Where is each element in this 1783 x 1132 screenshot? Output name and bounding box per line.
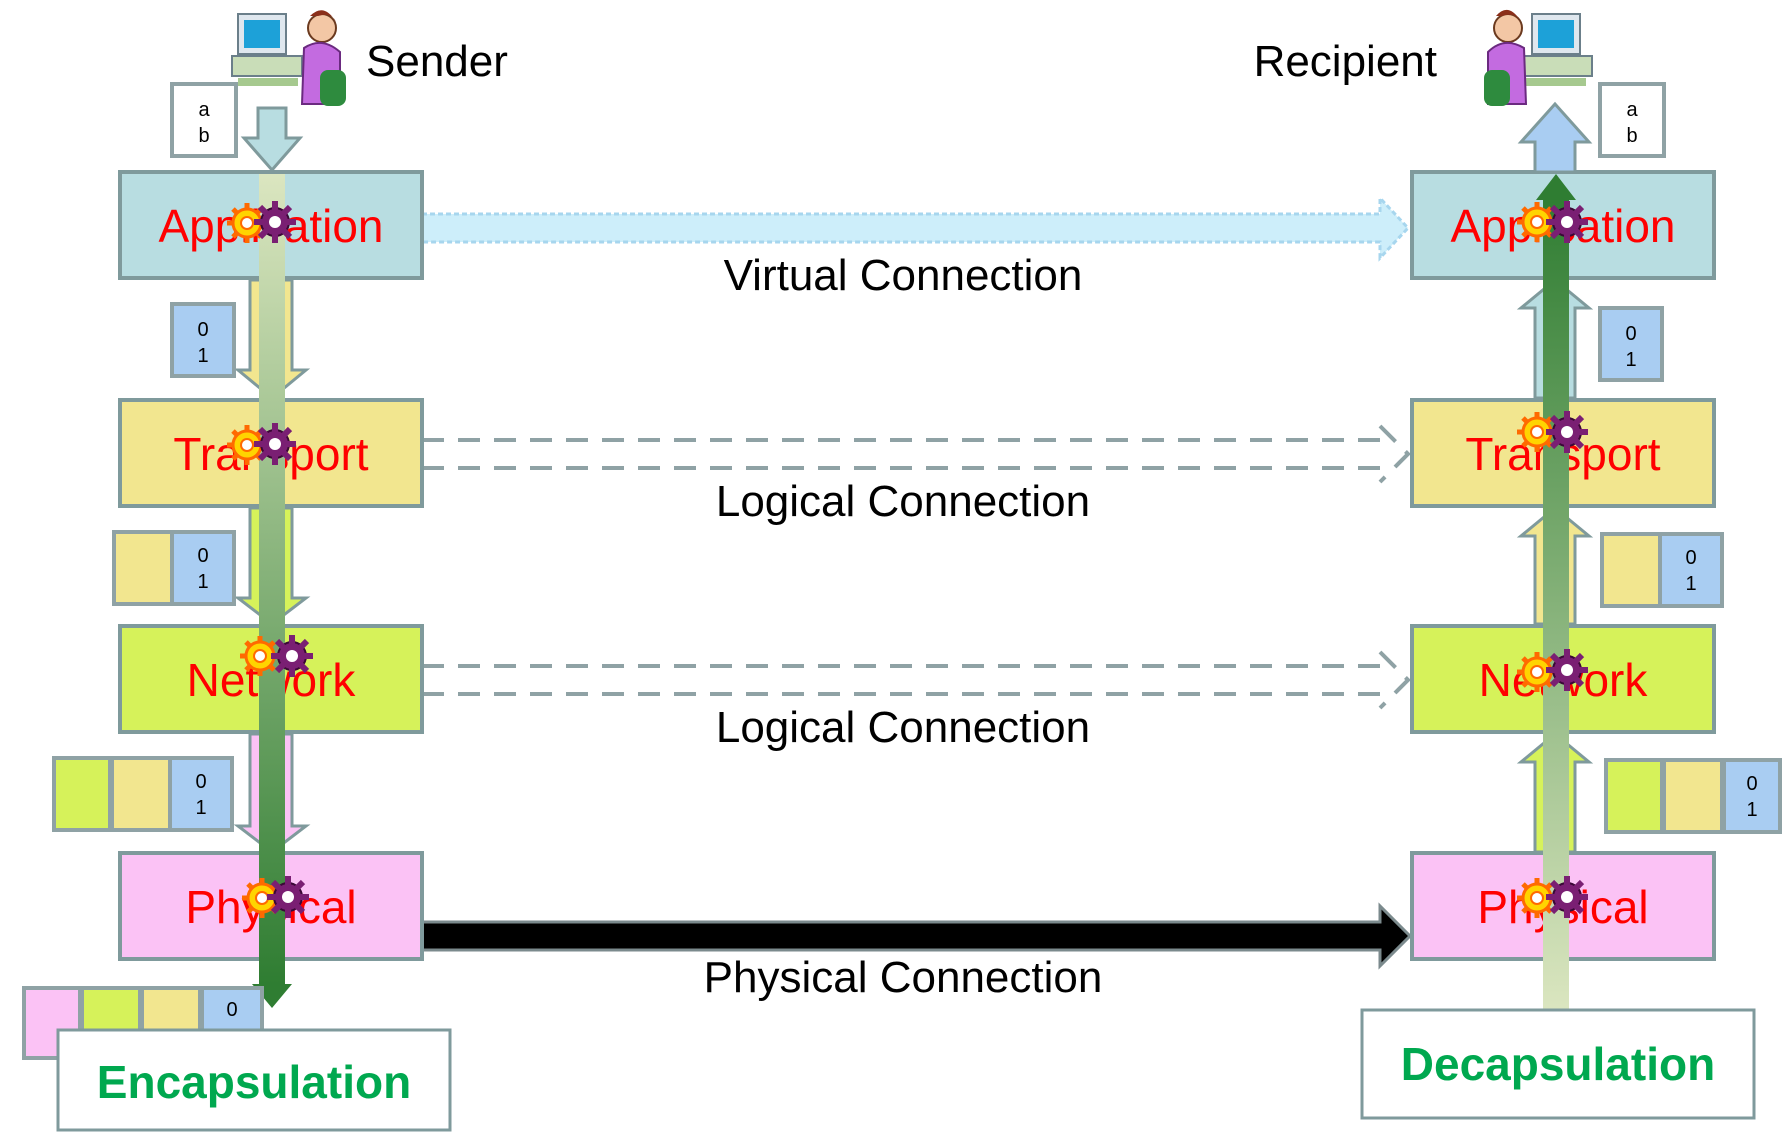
recipient-label: Recipient [1254, 37, 1437, 86]
physical-connection-label: Physical Connection [704, 953, 1103, 1002]
virtual-connection-label: Virtual Connection [724, 251, 1083, 300]
svg-text:1: 1 [1746, 799, 1757, 821]
logical-network-connection-arrow [422, 650, 1411, 710]
recipient-user-computer-icon [1484, 9, 1593, 106]
svg-text:0: 0 [1685, 547, 1696, 569]
logical-network-connection-label: Logical Connection [716, 703, 1090, 752]
svg-text:1: 1 [197, 345, 208, 367]
svg-text:0: 0 [197, 545, 208, 567]
svg-text:0: 0 [197, 319, 208, 341]
encapsulation-box [56, 1028, 452, 1132]
encapsulation-label: Encapsulation [97, 1056, 411, 1108]
svg-text:b: b [198, 125, 209, 147]
svg-text:b: b [1626, 125, 1637, 147]
logical-transport-connection-arrow [422, 424, 1411, 484]
svg-text:0: 0 [1746, 773, 1757, 795]
decapsulation-box [1360, 1008, 1756, 1120]
svg-text:1: 1 [195, 797, 206, 819]
decapsulation-label: Decapsulation [1401, 1038, 1715, 1090]
svg-text:0: 0 [226, 999, 237, 1021]
encapsulation-flow-arrow [252, 174, 292, 1008]
scroll-icon: a b 0 1 0 1 0 1 [1598, 82, 1782, 834]
svg-text:0: 0 [195, 771, 206, 793]
logical-transport-connection-label: Logical Connection [716, 477, 1090, 526]
svg-text:1: 1 [197, 571, 208, 593]
svg-text:1: 1 [1685, 573, 1696, 595]
svg-text:1: 1 [1625, 349, 1636, 371]
svg-text:a: a [1626, 99, 1638, 121]
svg-text:0: 0 [1625, 323, 1636, 345]
virtual-connection-arrow [420, 194, 1411, 262]
physical-connection-arrow [420, 902, 1413, 970]
sender-user-computer-icon [231, 10, 346, 106]
sender-label: Sender [366, 37, 508, 86]
svg-text:a: a [198, 99, 210, 121]
